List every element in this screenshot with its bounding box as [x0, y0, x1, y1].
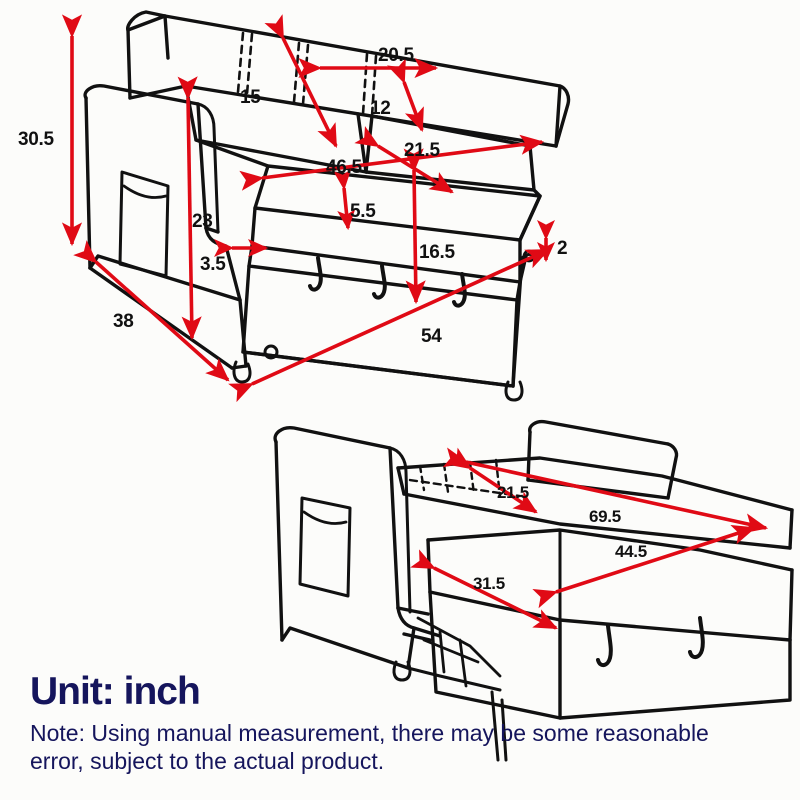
dim-arrow-16-5: [403, 148, 426, 305]
dim-label-2: 2: [557, 238, 568, 259]
dim-label-12: 12: [370, 98, 391, 119]
dimension-arrows-open-view: [410, 447, 769, 630]
measurement-note: Note: Using manual measurement, there ma…: [30, 719, 709, 774]
dim-label-5-5: 5.5: [350, 201, 376, 222]
dim-arrow-46-5: [239, 134, 545, 191]
dim-arrow-38: [73, 240, 230, 382]
unit-title: Unit: inch: [30, 670, 201, 713]
dim-label-20-5: 20.5: [378, 45, 414, 66]
dim-label-31-5: 31.5: [473, 574, 505, 593]
dim-label-30-5: 30.5: [18, 129, 54, 150]
dim-label-15: 15: [240, 87, 261, 108]
dim-label-38: 38: [113, 311, 134, 332]
dim-arrow-15: [264, 14, 338, 148]
dim-arrow-69-5: [442, 447, 769, 534]
dim-label-54: 54: [421, 326, 442, 347]
unit-note-block: Unit: inch Note: Using manual measuremen…: [30, 670, 730, 775]
dim-label-16-5: 16.5: [419, 242, 455, 263]
dim-arrow-12: [386, 58, 424, 133]
dim-arrow-5-5: [333, 169, 356, 231]
dim-label-46-5: 46.5: [326, 157, 362, 178]
dim-arrow-31-5: [410, 549, 558, 630]
dim-label-44-5: 44.5: [615, 542, 647, 561]
dim-label-23: 23: [192, 211, 213, 232]
dimension-arrows-closed-view: [61, 14, 556, 403]
dim-label-21-5: 21.5: [404, 140, 440, 161]
dim-arrow-54: [228, 248, 550, 403]
dim-arrow-44-5: [532, 525, 757, 609]
sofa-closed-linework: [83, 10, 571, 402]
dim-label-3-5: 3.5: [200, 254, 226, 275]
dim-label-21-5-bed: 21.5: [497, 483, 529, 502]
dim-label-69-5: 69.5: [589, 507, 621, 526]
